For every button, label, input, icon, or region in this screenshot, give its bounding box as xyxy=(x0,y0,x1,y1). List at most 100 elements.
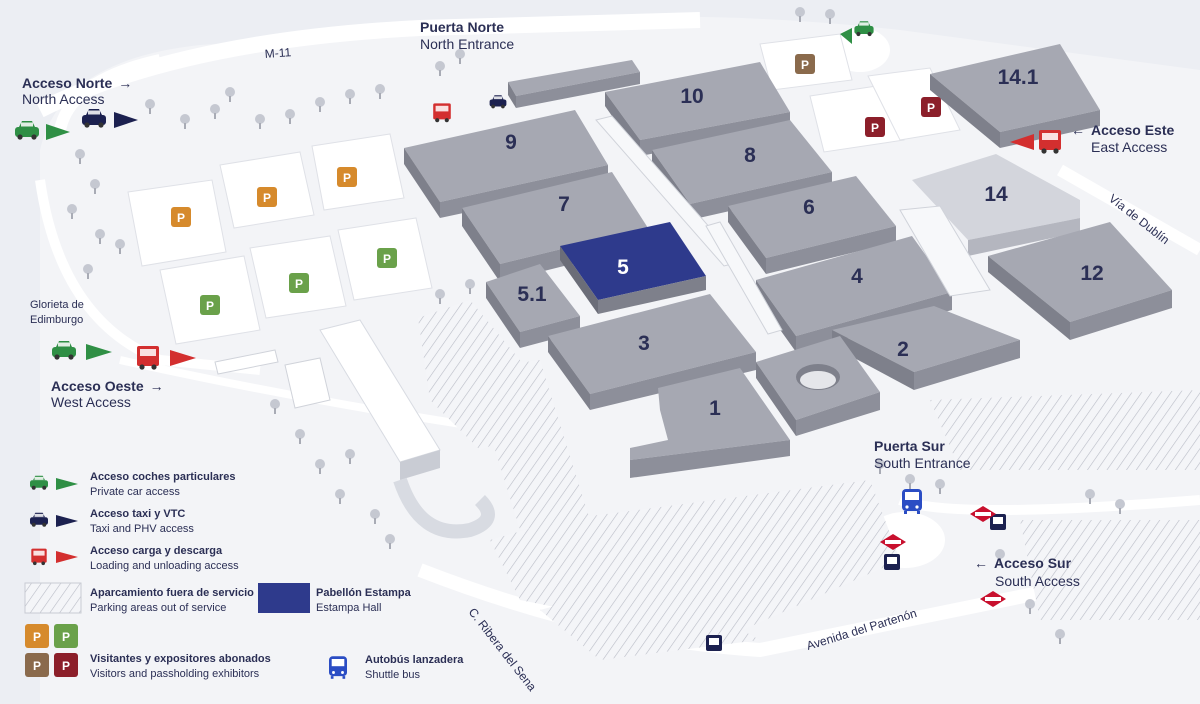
svg-text:Acceso Norte→: Acceso Norte→ xyxy=(22,75,132,91)
parking-green-1[interactable]: P xyxy=(200,295,220,315)
south-entrance-subtitle: South Entrance xyxy=(874,455,971,471)
hall-6[interactable] xyxy=(728,176,896,274)
hall-3[interactable] xyxy=(548,294,756,410)
legend-parking-closed-subtitle: Parking areas out of service xyxy=(90,602,226,614)
parking-brown-1[interactable]: P xyxy=(795,54,815,74)
metro-icon xyxy=(880,534,906,550)
hall-label-14: 14 xyxy=(984,183,1008,206)
loading-arrow-icon xyxy=(56,551,78,563)
hall-1[interactable] xyxy=(630,368,790,478)
hall-14[interactable] xyxy=(912,154,1080,256)
hall-label-3: 3 xyxy=(638,332,650,355)
hall-label-5-1: 5.1 xyxy=(517,283,547,306)
legend-shuttle: Autobús lanzadera Shuttle bus xyxy=(329,654,464,681)
legend-parking-closed: Aparcamiento fuera de servicio Parking a… xyxy=(24,582,254,614)
hall-label-12: 12 xyxy=(1080,262,1103,285)
legend-visitors: P P P P Visitantes y expositores abonado… xyxy=(25,624,271,680)
bus-stop-icon xyxy=(884,554,900,570)
south-access-title: Acceso Sur xyxy=(994,555,1072,571)
south-entrance-title: Puerta Sur xyxy=(874,438,945,454)
svg-text:P: P xyxy=(871,121,879,135)
south-access-subtitle: South Access xyxy=(995,573,1080,589)
glorieta-label-line2: Edimburgo xyxy=(30,314,83,326)
hall-label-14-1: 14.1 xyxy=(998,66,1039,89)
loading-arrow-icon xyxy=(1010,134,1034,150)
parking-orange-1[interactable]: P xyxy=(171,207,191,227)
road-m11: M-11 xyxy=(264,45,292,61)
shuttle-bus-icon xyxy=(329,656,347,679)
hall-5-estampa[interactable] xyxy=(560,222,706,314)
svg-text:←Acceso Este: ← Acceso Este xyxy=(1071,122,1174,138)
legend-estampa: Pabellón Estampa Estampa Hall xyxy=(258,583,412,614)
legend: Acceso coches particulares Private car a… xyxy=(24,471,464,681)
east-access-subtitle: East Access xyxy=(1091,139,1167,155)
svg-text:P: P xyxy=(206,299,214,313)
hall-2[interactable] xyxy=(832,306,1020,390)
parking-green-3[interactable]: P xyxy=(377,248,397,268)
parking-maroon-2[interactable]: P xyxy=(921,97,941,117)
svg-text:P: P xyxy=(295,277,303,291)
parking-maroon-1[interactable]: P xyxy=(865,117,885,137)
legend-shuttle-title: Autobús lanzadera xyxy=(365,654,464,666)
legend-parking-closed-title: Aparcamiento fuera de servicio xyxy=(90,587,254,599)
hall-label-8: 8 xyxy=(744,144,756,167)
north-access-title: Acceso Norte xyxy=(22,75,112,91)
metro-icon xyxy=(980,591,1006,607)
legend-visitors-subtitle: Visitors and passholding exhibitors xyxy=(90,668,260,680)
hall-labels: 10 9 8 7 6 5 5.1 4 3 2 1 14.1 14 12 xyxy=(505,66,1104,420)
legend-estampa-subtitle: Estampa Hall xyxy=(316,602,381,614)
west-access-title: Acceso Oeste xyxy=(51,378,144,394)
closed-parking-areas xyxy=(418,300,1200,660)
hall-label-5: 5 xyxy=(617,256,629,279)
private-car-arrow-icon xyxy=(56,478,78,490)
glorieta-label-line1: Glorieta de xyxy=(30,299,84,311)
metro-icon xyxy=(970,506,996,522)
west-access-subtitle: West Access xyxy=(51,394,131,410)
west-service-buildings xyxy=(214,319,495,539)
bus-stop-icon xyxy=(706,635,722,651)
legend-visitors-title: Visitantes y expositores abonados xyxy=(90,653,271,665)
map-access-icons xyxy=(15,21,1061,651)
hall-10[interactable] xyxy=(508,60,790,156)
north-entrance-subtitle: North Entrance xyxy=(420,36,514,52)
central-atrium xyxy=(756,336,880,436)
loading-arrow-icon xyxy=(170,350,196,366)
svg-text:P: P xyxy=(177,211,185,225)
hall-label-9: 9 xyxy=(505,131,517,154)
svg-text:P: P xyxy=(62,659,70,673)
svg-text:P: P xyxy=(927,101,935,115)
shuttle-bus-icon xyxy=(902,489,922,514)
parking-orange-3[interactable]: P xyxy=(337,167,357,187)
legend-taxi: Acceso taxi y VTC Taxi and PHV access xyxy=(30,508,194,535)
east-access-title: Acceso Este xyxy=(1091,122,1174,138)
legend-taxi-title: Acceso taxi y VTC xyxy=(90,508,185,520)
legend-loading: Acceso carga y descarga Loading and unlo… xyxy=(31,545,239,572)
svg-text:Acceso Oeste→: Acceso Oeste → xyxy=(51,378,164,394)
private-car-arrow-icon xyxy=(86,344,112,360)
hall-5-1[interactable] xyxy=(486,264,580,348)
arrow-left-icon: ← xyxy=(1071,122,1085,138)
legend-shuttle-subtitle: Shuttle bus xyxy=(365,669,421,681)
legend-private-car-title: Acceso coches particulares xyxy=(90,471,236,483)
svg-text:←Acceso Sur: ←Acceso Sur xyxy=(974,555,1072,571)
taxi-arrow-icon xyxy=(56,515,78,527)
parking-badges: P P P P P P P P P xyxy=(171,54,941,315)
taxi-arrow-icon xyxy=(114,112,138,128)
private-car-arrow-icon xyxy=(46,124,70,140)
hall-label-6: 6 xyxy=(803,196,815,219)
svg-text:P: P xyxy=(263,191,271,205)
north-access-subtitle: North Access xyxy=(22,91,104,107)
svg-text:P: P xyxy=(62,630,70,644)
parking-orange-2[interactable]: P xyxy=(257,187,277,207)
access-labels: Acceso Norte→ North Access Acceso Oeste →… xyxy=(22,19,1174,589)
parking-green-2[interactable]: P xyxy=(289,273,309,293)
hall-label-1: 1 xyxy=(709,397,721,420)
north-entrance-title: Puerta Norte xyxy=(420,19,504,35)
arrow-right-icon: → xyxy=(150,378,164,394)
legend-loading-title: Acceso carga y descarga xyxy=(90,545,223,557)
hall-12[interactable] xyxy=(988,222,1172,340)
legend-private-car-subtitle: Private car access xyxy=(90,486,180,498)
svg-text:P: P xyxy=(33,630,41,644)
legend-estampa-title: Pabellón Estampa xyxy=(316,587,412,599)
